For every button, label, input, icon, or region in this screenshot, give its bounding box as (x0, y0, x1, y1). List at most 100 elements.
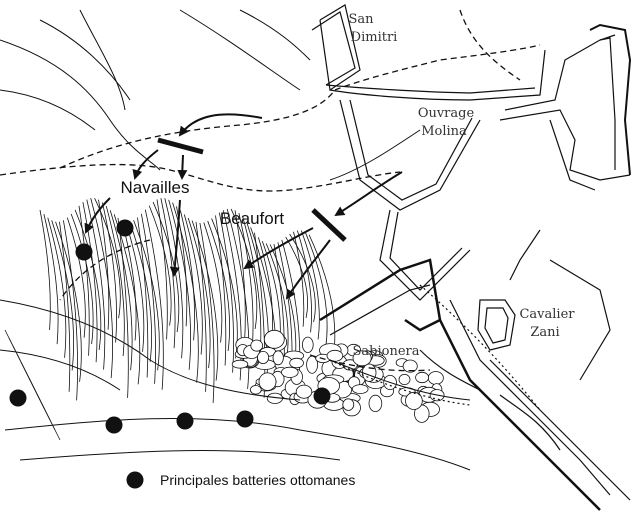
hachure-stroke (168, 199, 191, 370)
battery-marker (236, 410, 254, 428)
arrow-navailles-far-left (84, 197, 111, 234)
arrow-navailles-down (177, 154, 188, 180)
hachure-stroke (183, 214, 203, 355)
cobble (231, 359, 249, 369)
hachure-stroke (289, 233, 316, 323)
cobble (414, 404, 430, 423)
hachure-stroke (219, 212, 234, 373)
hachure-stroke (78, 205, 90, 356)
cobble (301, 336, 314, 353)
attack-positions (157, 137, 347, 242)
hachure-stroke (70, 213, 94, 345)
hachure-stroke (51, 220, 74, 371)
cobble (249, 385, 262, 395)
hachure-stroke (187, 217, 211, 369)
hachure-stroke (203, 222, 223, 343)
battery-marker (105, 416, 123, 434)
ottoman-batteries (9, 219, 331, 434)
arrow-navailles-slope (169, 199, 181, 277)
hachure-stroke (285, 236, 308, 318)
hachure-stroke (47, 217, 67, 358)
hachure-stroke (74, 209, 102, 350)
hachure-stroke (59, 221, 71, 392)
label-ouvrage: Ouvrage (418, 106, 475, 121)
label-sabionera: Sabionera (353, 344, 420, 359)
cobble (263, 329, 285, 349)
hill-hachures (4, 198, 336, 441)
label-navailles: Navailles (121, 178, 190, 197)
hachure-stroke (293, 231, 305, 327)
hachure-stroke (66, 217, 86, 338)
hachure-stroke (234, 210, 246, 341)
fortifications (311, 4, 632, 511)
cobble (415, 371, 430, 384)
cobble (257, 350, 270, 364)
hachure-stroke (195, 221, 207, 392)
terrain-lines (0, 9, 471, 471)
label-beaufort: Beaufort (220, 209, 285, 228)
hachure-stroke (304, 231, 328, 348)
battery-marker (313, 387, 331, 405)
cobble (289, 357, 304, 369)
hachure-stroke (137, 217, 149, 378)
label-zani: Zani (530, 325, 559, 340)
hachure-stroke (82, 202, 98, 363)
cobble (427, 371, 444, 385)
label-dimitri: Dimitri (351, 30, 398, 45)
cobble (368, 394, 383, 412)
hachure-stroke (281, 239, 301, 384)
cobble (326, 349, 344, 362)
cobble (405, 391, 423, 410)
hachure-stroke (300, 230, 320, 340)
hachure-stroke (117, 217, 129, 398)
cobble (342, 398, 355, 411)
arrow-beaufort-left (243, 227, 314, 270)
hachure-stroke (164, 198, 184, 359)
arrow-beaufort-down (285, 239, 331, 300)
cobble (352, 350, 372, 367)
cobble (398, 373, 411, 385)
hachure-stroke (297, 230, 312, 333)
hachure-stroke (258, 237, 273, 340)
cobble (272, 350, 284, 366)
legend: Principales batteries ottomanes (126, 471, 355, 489)
hachure-stroke (98, 199, 110, 330)
cobble (402, 359, 418, 373)
hachure-stroke (144, 209, 164, 390)
hachure-stroke (43, 214, 59, 345)
hachure-stroke (105, 205, 125, 357)
hachure-stroke (226, 208, 250, 389)
hachure-stroke (199, 222, 215, 403)
battery-marker (75, 243, 93, 261)
cobble (258, 372, 277, 391)
dotted-lines (329, 284, 541, 411)
hachure-stroke (40, 401, 61, 441)
hachure-stroke (102, 202, 117, 343)
arrow-beaufort-approach (334, 171, 403, 217)
hachure-stroke (156, 199, 168, 340)
commander-labels: Navailles Beaufort (121, 178, 285, 228)
label-molina: Molina (421, 124, 467, 139)
hachure-stroke (238, 213, 254, 351)
hachure-stroke (265, 243, 289, 360)
cobble (295, 384, 313, 399)
hachure-stroke (180, 210, 195, 341)
hachure-stroke (39, 209, 51, 331)
arrow-navailles-approach (178, 113, 263, 137)
battery-marker (176, 412, 194, 430)
beaufort-position-bar (311, 208, 347, 242)
cobble (250, 339, 264, 352)
navailles-position-bar (157, 137, 204, 155)
arrow-navailles-left (132, 149, 159, 180)
hachure-stroke (125, 221, 145, 352)
hachure-stroke (148, 205, 172, 326)
hachure-stroke (90, 198, 113, 379)
hachure-stroke (141, 213, 156, 384)
rocky-shore (231, 329, 445, 423)
hachure-stroke (63, 220, 78, 401)
label-cavalier: Cavalier (519, 307, 575, 322)
dashed-roads (0, 9, 541, 372)
